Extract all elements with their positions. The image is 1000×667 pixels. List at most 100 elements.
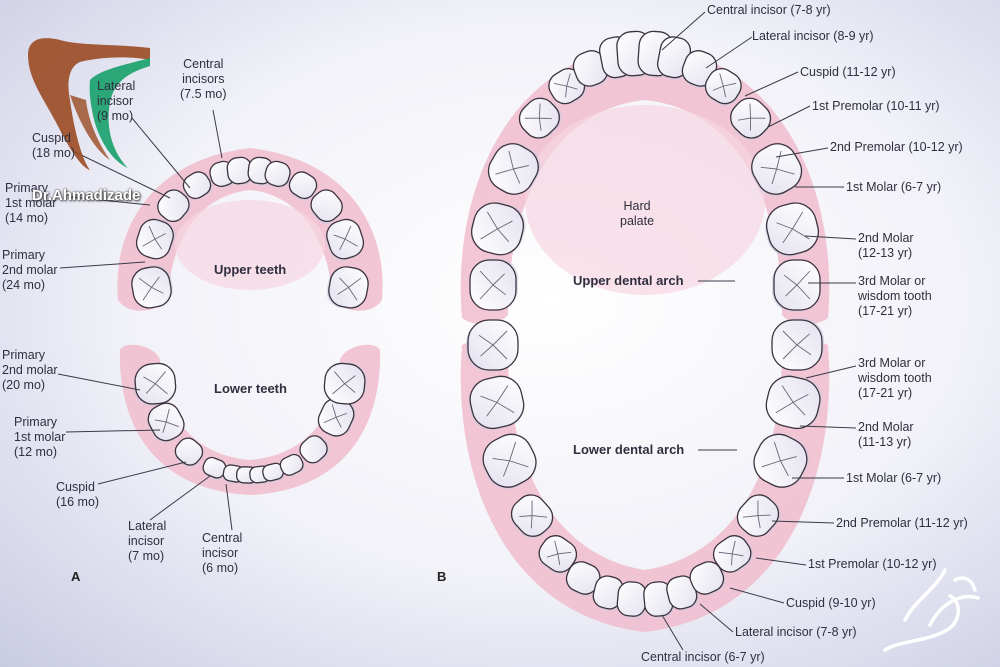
label-2nd-premolar-lower-b: 2nd Premolar (11-12 yr) — [836, 516, 968, 530]
label-1st-premolar-lower-b: 1st Premolar (10-12 yr) — [808, 557, 937, 571]
tooth-lower-b-2 — [482, 433, 537, 490]
tooth-upper-a-10 — [325, 218, 365, 261]
label-line: incisor — [128, 534, 165, 548]
leader-line — [661, 614, 684, 651]
label-lateral-incisor-lower-a: Lateral incisor (7 mo) — [128, 519, 166, 564]
tooth-upper-b-2 — [487, 143, 541, 195]
label-line: incisor — [202, 546, 239, 560]
label-line: (12 mo) — [14, 445, 58, 459]
leader-line — [69, 196, 151, 206]
label-2nd-premolar-upper-b: 2nd Premolar (10-12 yr) — [830, 140, 963, 154]
label-cuspid-lower-a: Cuspid (16 mo) — [56, 480, 99, 510]
label-1st-molar-lower-b: 1st Molar (6-7 yr) — [846, 471, 942, 485]
tooth-lower-b-9 — [666, 575, 699, 611]
label-line: 2nd molar — [2, 363, 58, 377]
tooth-upper-a-3 — [182, 171, 213, 200]
label-1st-premolar-upper-b: 1st Premolar (10-11 yr) — [812, 99, 940, 113]
label-line: 2nd Molar — [858, 420, 914, 434]
upper-teeth-title: Upper teeth — [214, 262, 287, 277]
label-cuspid-upper-a: Cuspid (18 mo) — [32, 131, 75, 161]
label-line: Lateral — [97, 79, 136, 93]
label-line: (17-21 yr) — [858, 386, 913, 400]
panel-a-letter: A — [71, 569, 81, 584]
label-cuspid-upper-b: Cuspid (11-12 yr) — [800, 65, 896, 79]
tooth-lower-a-7 — [262, 462, 286, 483]
label-central-incisor-lower-b: Central incisor (6-7 yr) — [641, 650, 765, 664]
label-line: (7 mo) — [128, 549, 165, 563]
tooth-upper-a-2 — [157, 189, 192, 223]
label-line: Cuspid — [32, 131, 71, 145]
tooth-upper-a-11 — [326, 266, 369, 309]
label-line: 1st molar — [14, 430, 66, 444]
label-3rd-molar-lower-b: 3rd Molar or wisdom tooth (17-21 yr) — [858, 356, 932, 401]
leader-line — [771, 520, 835, 524]
leader-line — [57, 373, 141, 391]
tooth-upper-b-11 — [704, 68, 742, 107]
tooth-lower-b-10 — [689, 561, 726, 596]
leader-line — [775, 147, 829, 158]
leader-lines — [57, 11, 857, 651]
label-line: wisdom tooth — [858, 371, 932, 385]
tooth-lower-b-0 — [466, 319, 519, 372]
label-line: (17-21 yr) — [858, 304, 913, 318]
tooth-lower-b-13 — [753, 433, 810, 488]
label-line: 2nd molar — [2, 263, 58, 277]
tooth-lower-b-14 — [765, 375, 823, 430]
tooth-lower-b-7 — [616, 581, 648, 619]
leader-line — [59, 261, 146, 269]
label-line: (11-13 yr) — [858, 435, 912, 449]
label-lateral-incisor-upper-b: Lateral incisor (8-9 yr) — [752, 29, 874, 43]
label-3rd-molar-upper-b: 3rd Molar or wisdom tooth (17-21 yr) — [858, 274, 932, 319]
palate-shading-b — [525, 105, 765, 295]
label-line: wisdom tooth — [858, 289, 932, 303]
label-line: (16 mo) — [56, 495, 100, 509]
watermark-logo — [28, 38, 150, 170]
label-line: (20 mo) — [2, 378, 46, 392]
tooth-lower-b-11 — [712, 535, 754, 573]
label-line: Cuspid — [56, 480, 95, 494]
label-primary-2nd-molar-upper-a: Primary 2nd molar (24 mo) — [2, 248, 58, 293]
label-1st-molar-upper-b: 1st Molar (6-7 yr) — [846, 180, 942, 194]
tooth-lower-a-9 — [299, 435, 330, 464]
label-central-incisor-lower-a: Central incisor (6 mo) — [202, 531, 242, 576]
label-cuspid-lower-b: Cuspid (9-10 yr) — [786, 596, 876, 610]
tooth-upper-a-9 — [310, 189, 343, 224]
label-line: 1st molar — [5, 196, 57, 210]
teeth — [131, 30, 824, 619]
leader-line — [65, 429, 161, 433]
leader-line — [97, 461, 187, 485]
tooth-upper-a-7 — [264, 160, 291, 189]
label-line: incisors — [182, 72, 225, 86]
label-line: (7.5 mo) — [180, 87, 227, 101]
leader-line — [705, 36, 753, 69]
tooth-upper-a-1 — [135, 218, 176, 260]
label-2nd-molar-upper-b: 2nd Molar (12-13 yr) — [858, 231, 914, 261]
watermark-name: Dr.Ahmadizade — [32, 187, 141, 204]
tooth-lower-b-4 — [538, 535, 578, 575]
leader-line — [149, 475, 211, 521]
hard-palate-label: Hard palate — [620, 199, 654, 229]
label-line: (6 mo) — [202, 561, 239, 575]
tooth-lower-a-10 — [317, 397, 357, 437]
leader-line — [729, 587, 785, 604]
tooth-upper-a-8 — [288, 171, 318, 201]
leader-line — [744, 71, 799, 97]
tooth-lower-b-15 — [771, 318, 824, 371]
tooth-lower-a-2 — [174, 437, 204, 468]
tooth-lower-a-11 — [323, 362, 368, 405]
label-central-incisors-upper-a: Central incisors (7.5 mo) — [180, 57, 227, 102]
label-line: (18 mo) — [32, 146, 76, 160]
tooth-lower-a-1 — [147, 402, 185, 443]
label-line: 3rd Molar or — [858, 274, 926, 288]
leader-line — [767, 105, 811, 128]
tooth-upper-b-13 — [750, 143, 803, 197]
label-line: Primary — [14, 415, 58, 429]
lower-dental-arch-title: Lower dental arch — [573, 442, 685, 457]
lower-teeth-title: Lower teeth — [214, 381, 287, 396]
label-line: incisor — [97, 94, 134, 108]
label-line: 3rd Molar or — [858, 356, 926, 370]
leader-line — [699, 603, 734, 633]
label-line: Hard — [623, 199, 651, 213]
tooth-lower-b-5 — [565, 561, 601, 597]
tooth-upper-b-3 — [518, 97, 562, 139]
